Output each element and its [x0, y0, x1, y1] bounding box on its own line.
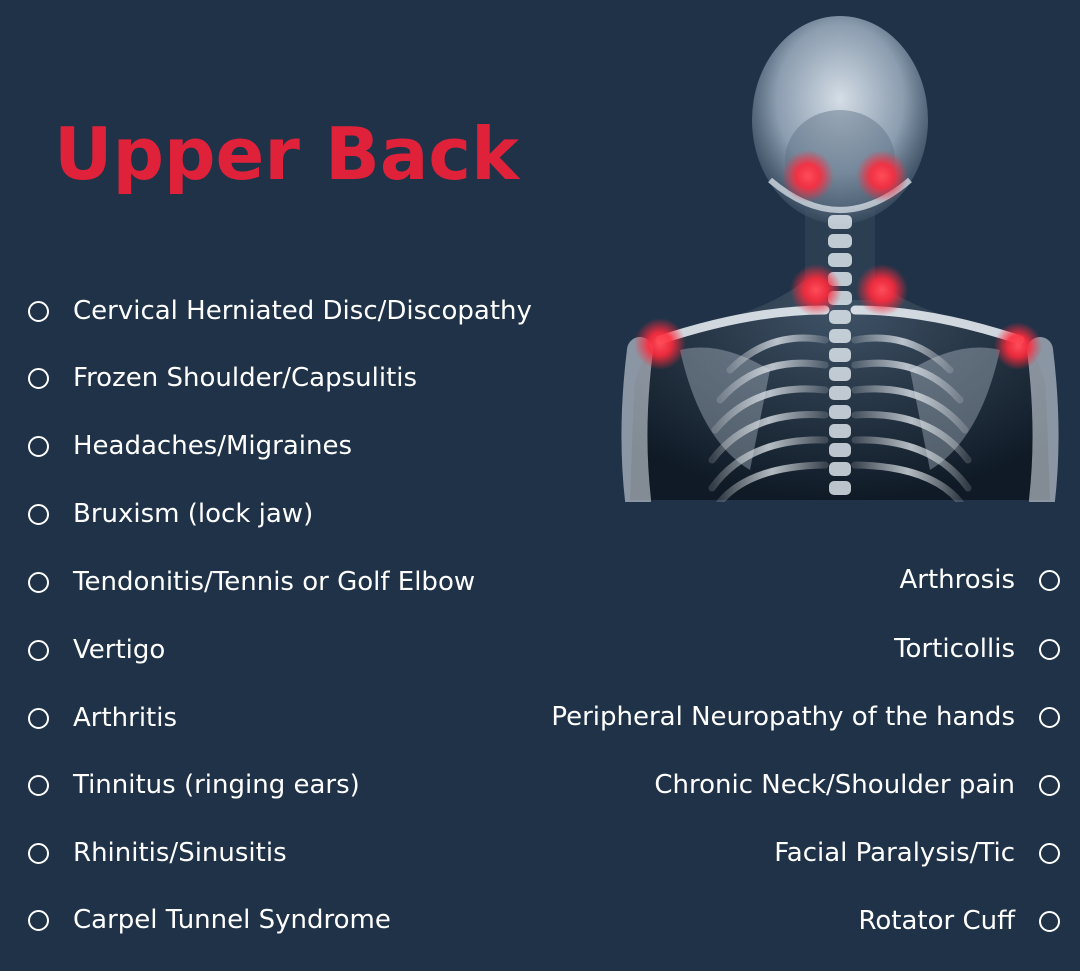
list-item[interactable]: Peripheral Neuropathy of the hands [551, 697, 1060, 737]
radio-circle-icon[interactable] [28, 909, 49, 931]
list-item[interactable]: Vertigo [28, 630, 165, 670]
radio-circle-icon[interactable] [28, 774, 49, 796]
list-item[interactable]: Bruxism (lock jaw) [28, 494, 313, 534]
condition-label: Peripheral Neuropathy of the hands [551, 702, 1015, 732]
radio-circle-icon[interactable] [28, 435, 49, 457]
radio-circle-icon[interactable] [28, 639, 49, 661]
left-condition-list: Cervical Herniated Disc/Discopathy Froze… [28, 291, 532, 940]
list-item[interactable]: Rotator Cuff [858, 901, 1060, 941]
condition-label: Bruxism (lock jaw) [73, 499, 314, 529]
list-item[interactable]: Torticollis [894, 629, 1060, 669]
list-item[interactable]: Facial Paralysis/Tic [774, 833, 1060, 873]
condition-label: Rotator Cuff [858, 906, 1015, 936]
radio-circle-icon[interactable] [1039, 706, 1060, 728]
condition-label: Cervical Herniated Disc/Discopathy [73, 296, 532, 326]
condition-label: Facial Paralysis/Tic [774, 838, 1015, 868]
condition-label: Frozen Shoulder/Capsulitis [73, 363, 418, 393]
condition-label: Vertigo [73, 635, 166, 665]
radio-circle-icon[interactable] [28, 503, 49, 525]
radio-circle-icon[interactable] [1039, 774, 1060, 796]
condition-label: Torticollis [894, 634, 1015, 664]
list-item[interactable]: Rhinitis/Sinusitis [28, 833, 287, 873]
radio-circle-icon[interactable] [28, 571, 49, 593]
condition-label: Rhinitis/Sinusitis [73, 838, 287, 868]
list-item[interactable]: Tinnitus (ringing ears) [28, 765, 360, 805]
condition-label: Chronic Neck/Shoulder pain [654, 770, 1015, 800]
list-item[interactable]: Headaches/Migraines [28, 426, 352, 466]
condition-label: Arthritis [73, 703, 178, 733]
condition-label: Tinnitus (ringing ears) [73, 770, 360, 800]
condition-label: Headaches/Migraines [73, 431, 353, 461]
list-item[interactable]: Frozen Shoulder/Capsulitis [28, 358, 417, 398]
list-item[interactable]: Cervical Herniated Disc/Discopathy [28, 291, 532, 331]
skeleton-xray-icon [621, 16, 1059, 502]
page-title: Upper Back [54, 112, 519, 196]
radio-circle-icon[interactable] [1039, 910, 1060, 932]
list-item[interactable]: Carpel Tunnel Syndrome [28, 900, 391, 940]
radio-circle-icon[interactable] [28, 842, 49, 864]
radio-circle-icon[interactable] [1039, 569, 1060, 591]
radio-circle-icon[interactable] [28, 300, 49, 322]
radio-circle-icon[interactable] [1039, 638, 1060, 660]
radio-circle-icon[interactable] [28, 707, 49, 729]
list-item[interactable]: Chronic Neck/Shoulder pain [654, 765, 1060, 805]
radio-circle-icon[interactable] [1039, 842, 1060, 864]
condition-label: Arthrosis [899, 565, 1016, 595]
right-condition-list: Arthrosis Torticollis Peripheral Neuropa… [480, 0, 1080, 971]
list-item[interactable]: Arthrosis [899, 560, 1060, 600]
condition-label: Tendonitis/Tennis or Golf Elbow [73, 567, 476, 597]
list-item[interactable]: Arthritis [28, 698, 177, 738]
condition-label: Carpel Tunnel Syndrome [73, 905, 391, 935]
list-item[interactable]: Tendonitis/Tennis or Golf Elbow [28, 562, 475, 602]
radio-circle-icon[interactable] [28, 367, 49, 389]
